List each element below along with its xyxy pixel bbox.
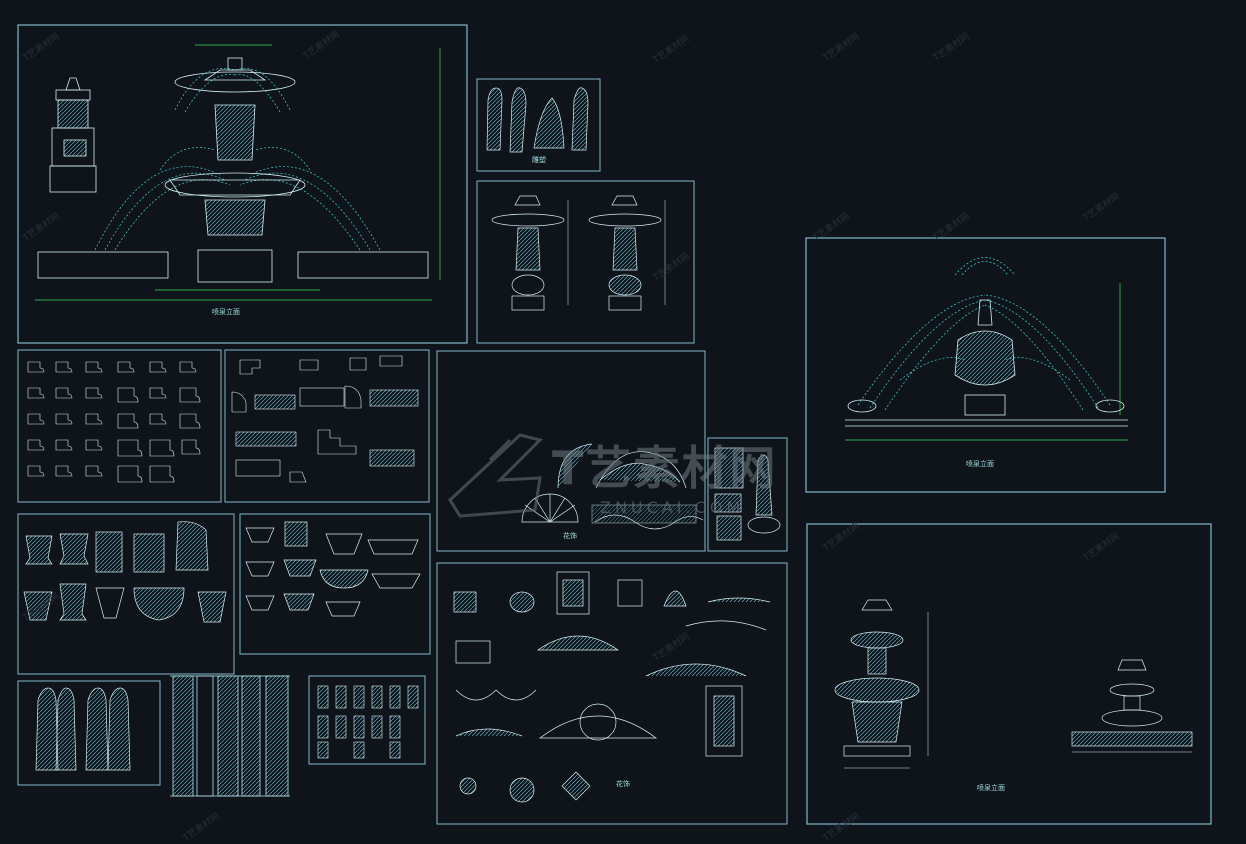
baluster-drawings	[317, 685, 419, 759]
venus-figures	[714, 447, 781, 541]
dimension-lines	[567, 200, 666, 305]
sheet-carved-ornaments[interactable]: 花饰	[436, 562, 788, 825]
sheet-moulding-profiles[interactable]	[17, 349, 222, 503]
sheet-caption: 喷泉立面	[966, 459, 994, 468]
sheet-caption: 喷泉立面	[212, 307, 240, 316]
cornice-drawings	[231, 355, 419, 483]
sheet-ornament-fans[interactable]: 花饰	[436, 350, 706, 552]
sheet-tiered-fountains[interactable]	[476, 180, 695, 344]
dimension-lines	[844, 612, 1192, 769]
watermark-brand-text: T艺素材网	[552, 441, 778, 495]
figure-drawings	[35, 687, 131, 771]
water-jets	[857, 257, 1111, 411]
sheet-urns-vases[interactable]	[17, 513, 235, 675]
watermark-sub-text: ZNUCAI.COM	[600, 498, 745, 517]
sheet-columns[interactable]	[170, 675, 290, 797]
sheet-cornice-details[interactable]	[224, 349, 430, 503]
sheet-caption: 喷泉立面	[977, 783, 1005, 792]
sheet-balusters[interactable]	[308, 675, 426, 765]
sheet-caption: 花饰	[563, 531, 577, 540]
dimension-lines	[845, 283, 1128, 441]
urn-drawings	[23, 521, 227, 623]
sheet-fountain-elevation-large[interactable]: 喷泉立面	[17, 24, 468, 344]
pedestal-drawing	[49, 77, 97, 193]
sheet-fountain-elevation-right[interactable]: 喷泉立面	[805, 237, 1166, 493]
sheet-caption: 花饰	[616, 779, 630, 788]
sheet-figure-statues[interactable]	[17, 680, 161, 786]
column-drawings	[170, 675, 290, 797]
ornament-drawings	[453, 571, 771, 803]
fountain-body	[37, 57, 429, 283]
profile-grid	[27, 361, 201, 483]
sheet-statues-small[interactable]: 雕塑	[476, 78, 601, 172]
sheet-small-fountain-elevation[interactable]: 喷泉立面	[806, 523, 1212, 825]
statue-figures	[486, 87, 589, 153]
sheet-caption: 雕塑	[532, 155, 546, 164]
watermark-logo: T艺素材网 ZNUCAI.COM	[440, 420, 820, 530]
sheet-planter-bowls[interactable]	[239, 513, 431, 655]
urn-fountain-body	[845, 299, 1128, 427]
water-jets	[94, 68, 381, 251]
watermark-logo-icon	[448, 433, 543, 518]
bowl-drawings	[245, 521, 421, 617]
sheet-venus-statues[interactable]	[707, 437, 788, 552]
tiered-fountain-drawings	[491, 195, 662, 311]
fountain-drawings	[834, 599, 1193, 757]
ornament-drawings	[521, 443, 704, 530]
dimension-lines	[35, 44, 441, 301]
